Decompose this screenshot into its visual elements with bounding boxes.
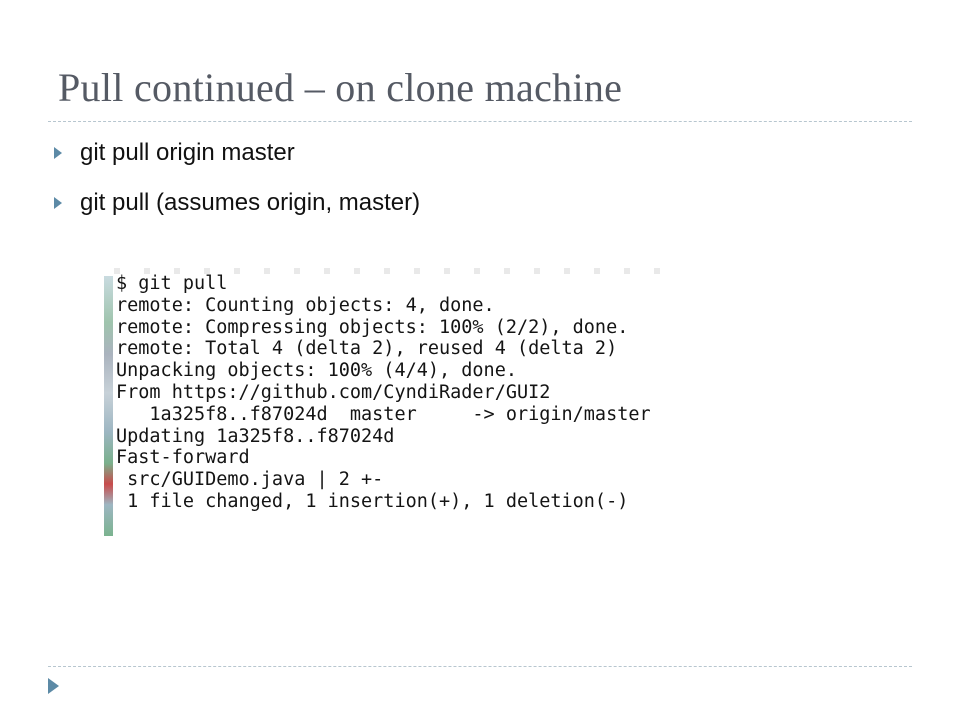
footer-triangle-icon	[48, 678, 59, 694]
bullet-text: git pull origin master	[80, 139, 295, 166]
terminal-line: remote: Total 4 (delta 2), reused 4 (del…	[116, 338, 618, 360]
bullet-item: git pull origin master	[52, 128, 420, 178]
terminal-line: Unpacking objects: 100% (4/4), done.	[116, 360, 517, 382]
footer-divider	[48, 666, 912, 667]
slide-title: Pull continued – on clone machine	[58, 65, 623, 110]
terminal-line: 1a325f8..f87024d master -> origin/master	[116, 403, 651, 425]
terminal-line: From https://github.com/CyndiRader/GUI2	[116, 381, 551, 403]
terminal-left-edge	[104, 276, 113, 536]
terminal-line: src/GUIDemo.java | 2 +-	[116, 469, 384, 491]
title-divider	[48, 121, 912, 122]
terminal-line: Updating 1a325f8..f87024d	[116, 425, 395, 447]
terminal-line: remote: Compressing objects: 100% (2/2),…	[116, 316, 629, 338]
terminal-line: 1 file changed, 1 insertion(+), 1 deleti…	[116, 490, 629, 512]
terminal-line: Fast-forward	[116, 447, 250, 469]
bullet-triangle-icon	[54, 147, 62, 159]
terminal-top-edge	[114, 268, 674, 274]
bullet-item: git pull (assumes origin, master)	[52, 178, 420, 228]
terminal-line: remote: Counting objects: 4, done.	[116, 294, 495, 316]
terminal-line: $ git pull	[116, 273, 228, 294]
bullet-text: git pull (assumes origin, master)	[80, 189, 421, 216]
bullet-list: git pull origin master git pull (assumes…	[52, 128, 420, 228]
bullet-triangle-icon	[54, 197, 62, 209]
